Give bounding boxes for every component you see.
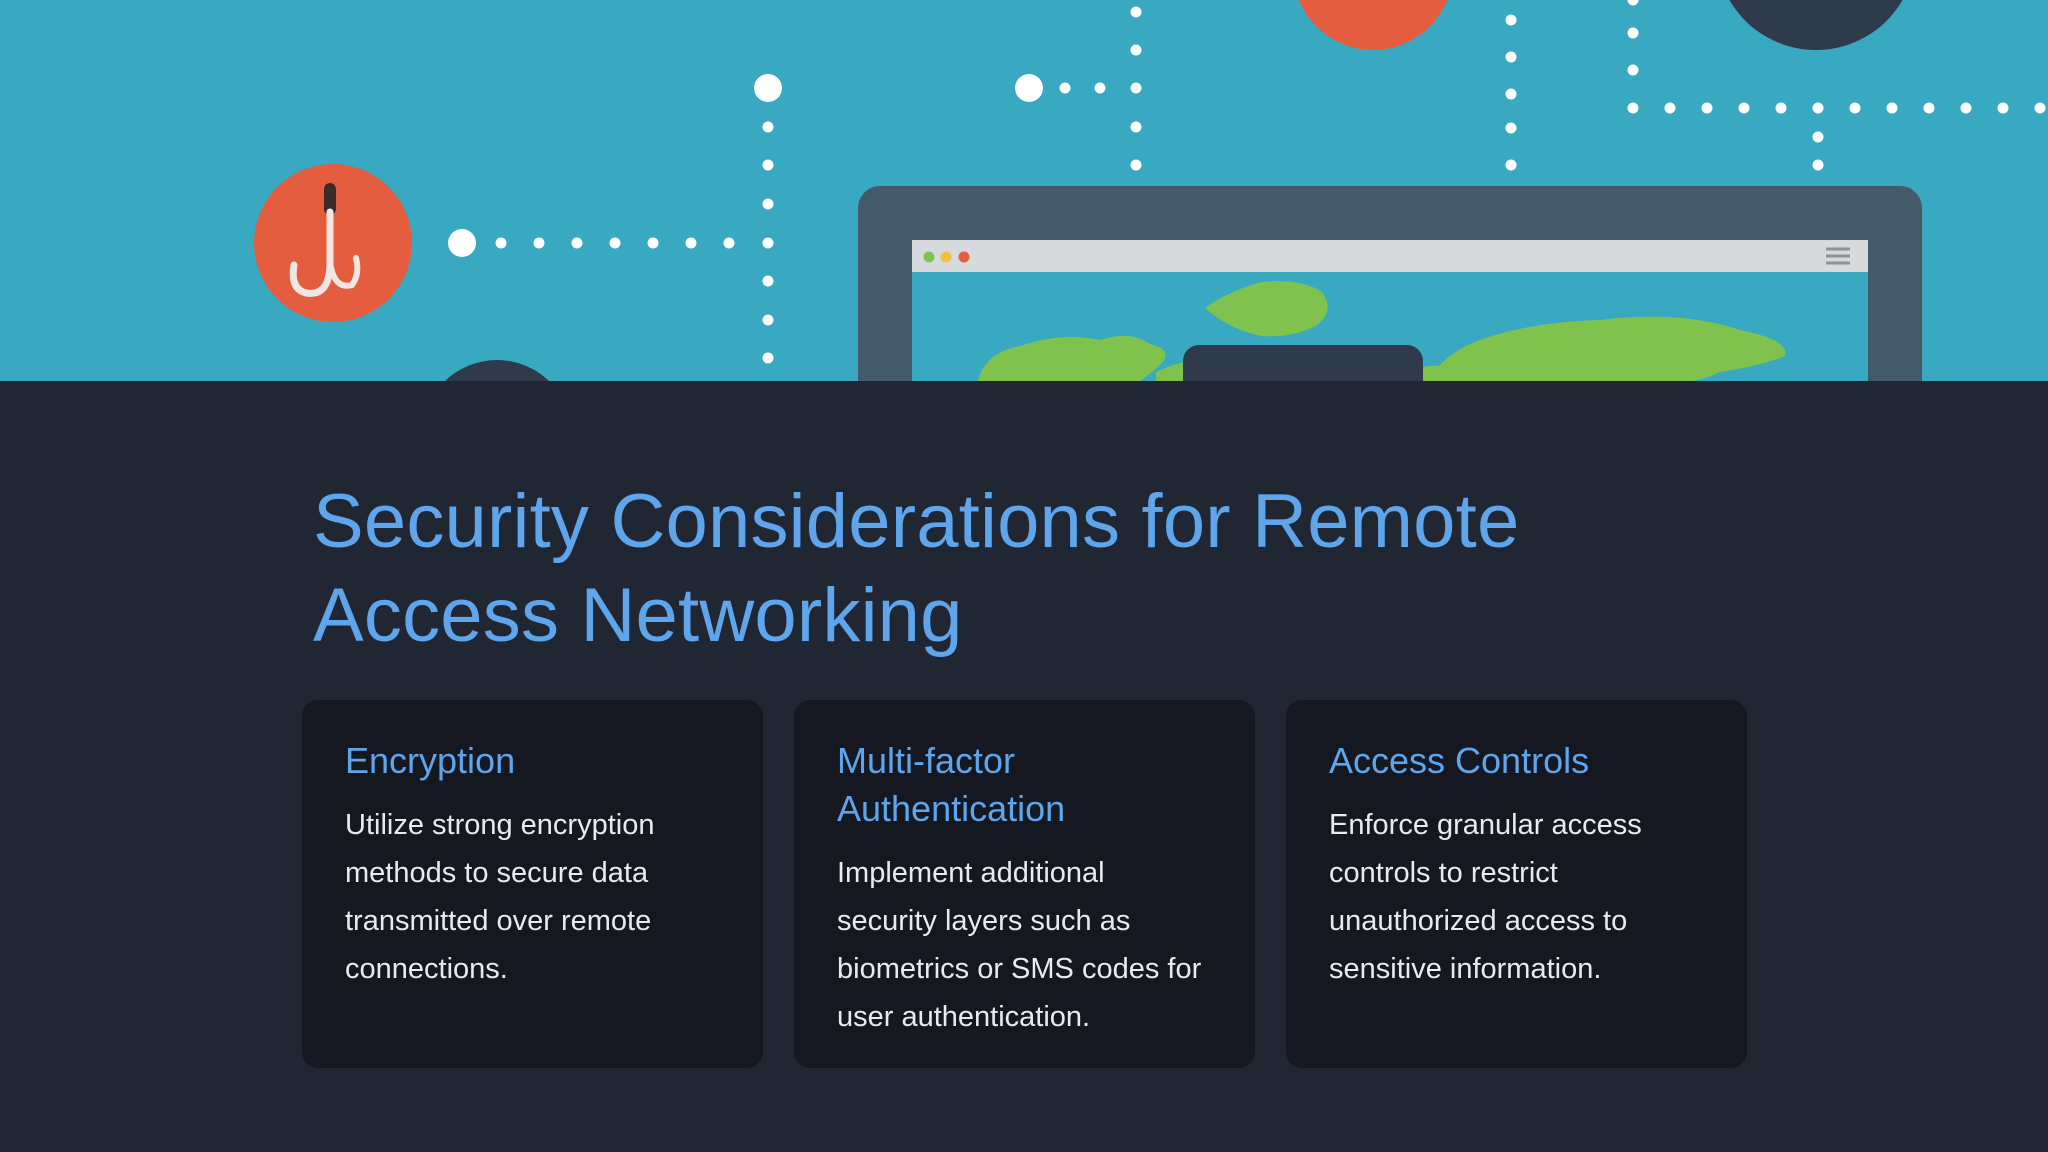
network-illustration (254, 0, 2046, 381)
card-body: Utilize strong encryption methods to sec… (345, 809, 655, 985)
card-multi-factor-authentication: Multi-factor Authentication Implement ad… (794, 700, 1255, 1068)
dark-circle-decoration (1729, 0, 1903, 50)
card-access-controls: Access Controls Enforce granular access … (1286, 700, 1747, 1068)
dark-circle-bottom-decoration (444, 360, 550, 381)
content-area: Security Considerations for Remote Acces… (0, 381, 2048, 1152)
network-dots (448, 0, 2046, 364)
card-title: Multi-factor Authentication (837, 740, 1066, 829)
page-title: Security Considerations for Remote Acces… (313, 479, 1520, 658)
browser-titlebar (912, 240, 1868, 272)
hero-illustration (0, 0, 2048, 381)
card-title: Access Controls (1329, 740, 1590, 781)
card-title: Encryption (345, 740, 516, 781)
fishing-hook-icon (254, 164, 412, 322)
orange-circle-decoration (1298, 0, 1448, 50)
browser-menu-icon (1826, 247, 1850, 265)
laptop-icon (858, 186, 1922, 381)
card-encryption: Encryption Utilize strong encryption met… (302, 700, 763, 1068)
laptop-notch (1183, 345, 1423, 381)
card-body: Enforce granular access controls to rest… (1329, 809, 1642, 985)
card-body: Implement additional security layers suc… (837, 857, 1202, 1033)
